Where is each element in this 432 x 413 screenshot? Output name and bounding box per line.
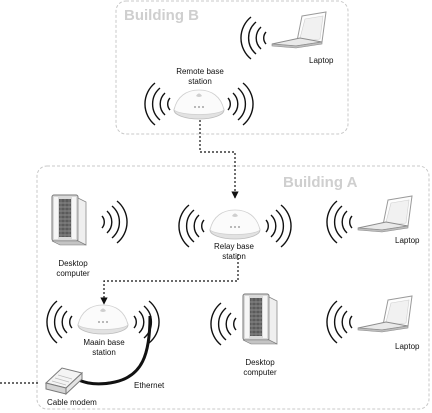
desktop-tower-icon [51,194,87,246]
main-base-station: Maain base station [46,300,160,357]
relay-base-label-line-2: station [222,252,246,261]
laptop-b-label: Laptop [309,56,334,65]
desktop-computer-a1: Desktop computer [51,194,128,278]
building-b-title: Building B [124,7,199,24]
laptop-icon [357,295,413,333]
wireless-waves-icon [240,16,267,60]
desktop-a2-label-line-2: computer [243,368,277,377]
link-remote-to-relay [199,116,239,199]
main-base-label-line-1: Maain base [83,338,125,347]
laptop-b: Laptop [240,11,334,65]
wireless-waves-icon [46,300,73,344]
laptop-icon [357,195,413,233]
wireless-waves-icon [101,200,128,244]
ethernet-cable [71,315,152,386]
wireless-waves-icon [326,200,353,244]
wireless-waves-icon [144,82,171,126]
laptop-a1-label: Laptop [395,236,420,245]
desktop-a1-label-line-1: Desktop [58,259,88,268]
main-base-label-line-2: station [92,348,116,357]
laptop-icon [271,11,327,49]
cable-modem-label: Cable modem [47,398,97,407]
desktop-computer-a2: Desktop computer [210,293,278,377]
building-a-boundary [36,165,430,410]
link-relay-to-main [100,254,239,305]
base-station-icon [209,209,261,240]
wireless-waves-icon [227,82,254,126]
wireless-waves-icon [178,204,205,248]
wireless-waves-icon [326,300,353,344]
relay-base-station: Relay base station [178,204,292,261]
laptop-a2: Laptop [326,295,420,351]
base-station-icon [77,304,129,335]
laptop-a2-label: Laptop [395,342,420,351]
cable-modem-icon [44,367,84,396]
remote-base-label-line-1: Remote base [176,67,224,76]
wireless-waves-icon [133,300,160,344]
desktop-a2-label-line-1: Desktop [245,358,275,367]
desktop-tower-icon [242,293,278,345]
cable-modem: Cable modem [44,367,97,407]
desktop-a1-label-line-2: computer [56,269,90,278]
relay-base-label-line-1: Relay base [214,242,255,251]
remote-base-station: Remote base station [144,67,254,126]
laptop-a1: Laptop [326,195,420,245]
ethernet-label: Ethernet [134,381,165,390]
building-a-title: Building A [283,174,358,191]
base-station-icon [173,89,225,120]
wireless-waves-icon [265,204,292,248]
building-b-boundary [115,0,349,135]
wireless-waves-icon [210,302,237,346]
remote-base-label-line-2: station [188,77,212,86]
